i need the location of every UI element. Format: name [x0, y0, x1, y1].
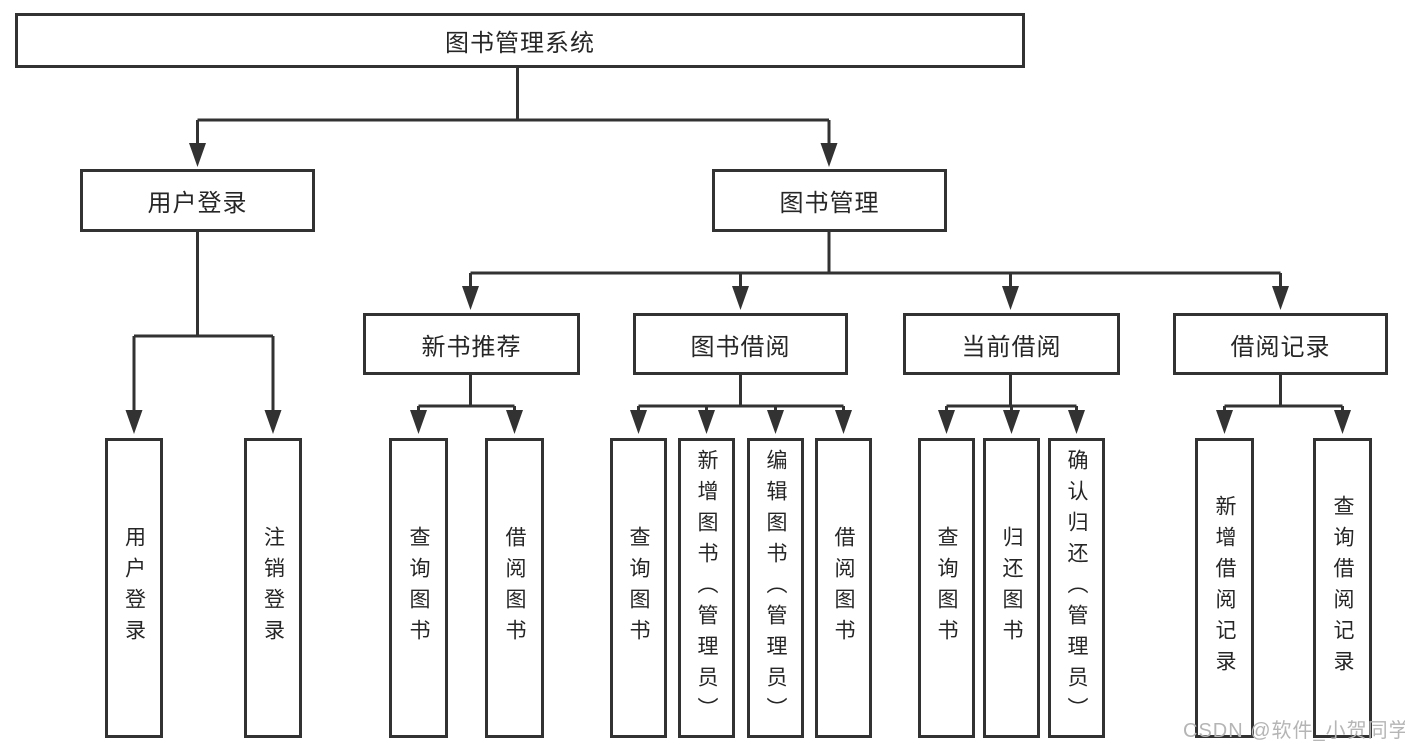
node-user-login: 用户登录	[80, 169, 315, 232]
node-book-management: 图书管理	[712, 169, 947, 232]
tree-connector-paths	[132, 68, 1344, 412]
node-leaf-borrow-books-2: 借阅图书	[815, 438, 872, 738]
node-book-borrowing: 图书借阅	[633, 313, 848, 375]
node-new-book-recommend: 新书推荐	[363, 313, 580, 375]
node-leaf-add-borrow-record: 新增借阅记录	[1195, 438, 1254, 738]
arrowheads	[125, 143, 1351, 434]
node-leaf-query-books-2: 查询图书	[610, 438, 667, 738]
node-leaf-return-books: 归还图书	[983, 438, 1040, 738]
node-leaf-confirm-return-admin: 确认归还（管理员）	[1048, 438, 1105, 738]
node-leaf-add-books-admin: 新增图书（管理员）	[678, 438, 735, 738]
node-book-management-system: 图书管理系统	[15, 13, 1025, 68]
csdn-watermark: CSDN @软件_小贺同学	[1183, 720, 1405, 742]
node-leaf-query-borrow-record: 查询借阅记录	[1313, 438, 1372, 738]
node-leaf-logout: 注销登录	[244, 438, 302, 738]
node-leaf-user-login: 用户登录	[105, 438, 163, 738]
node-borrowing-records: 借阅记录	[1173, 313, 1388, 375]
node-leaf-query-books-1: 查询图书	[389, 438, 448, 738]
node-leaf-edit-books-admin: 编辑图书（管理员）	[747, 438, 804, 738]
node-leaf-query-books-3: 查询图书	[918, 438, 975, 738]
node-leaf-borrow-books-1: 借阅图书	[485, 438, 544, 738]
node-current-borrowing: 当前借阅	[903, 313, 1120, 375]
